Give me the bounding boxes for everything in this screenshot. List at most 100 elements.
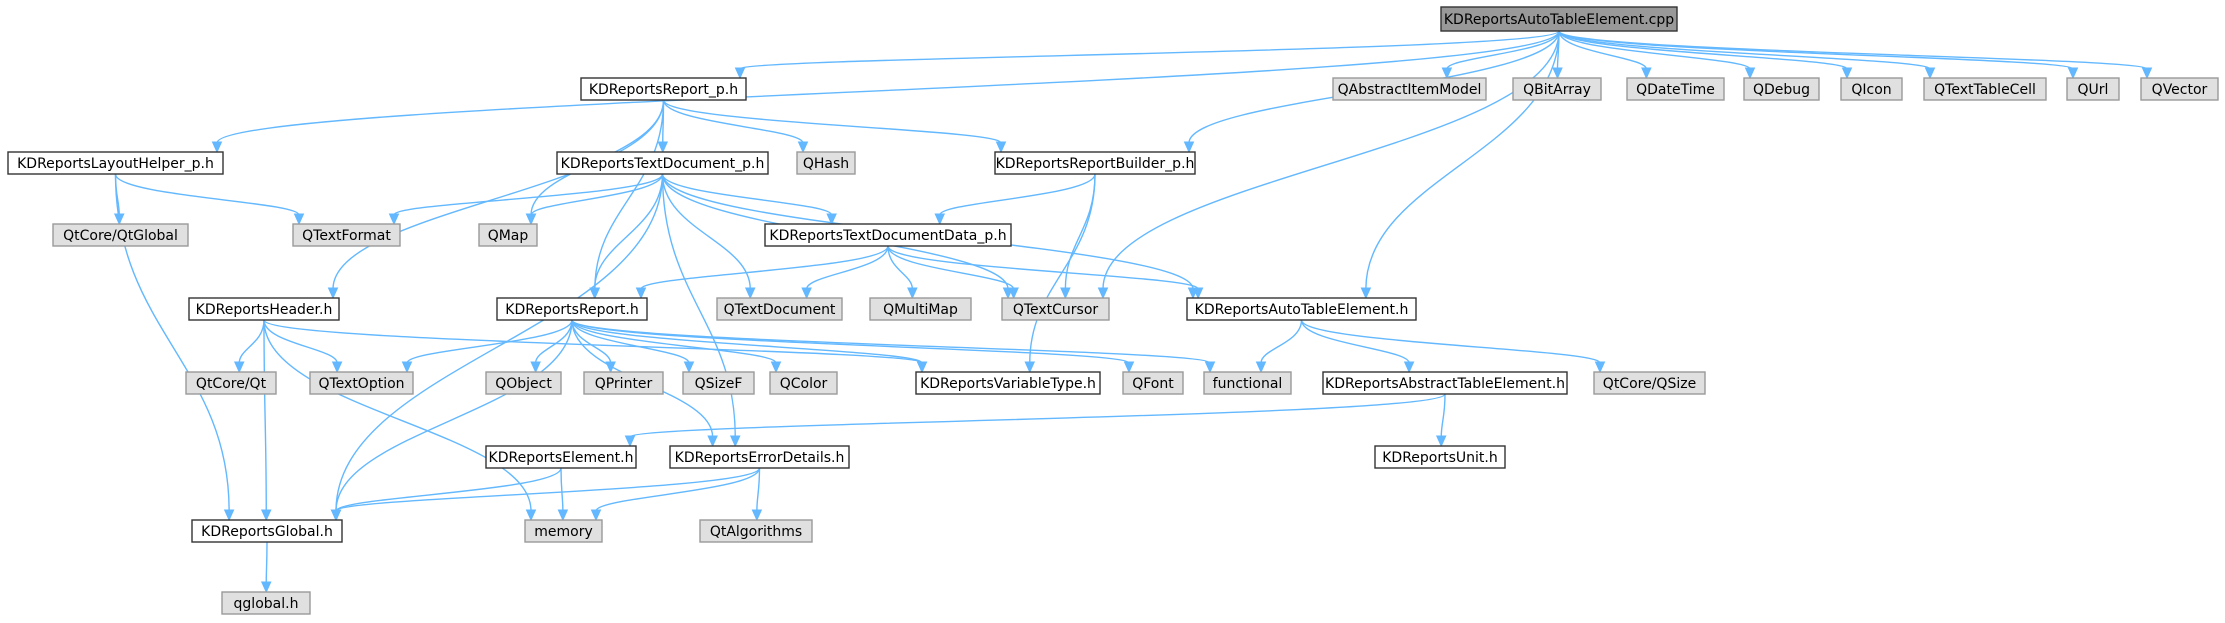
arrowhead-report-to-errordetails (707, 435, 718, 448)
node-qvector: QVector (2140, 77, 2219, 101)
arrowhead-global-to-qglobal (260, 581, 272, 594)
arrowhead-report_p-to-reportbuilder (995, 141, 1007, 154)
node-qtalgorithms: QtAlgorithms (699, 519, 813, 543)
node-box-qtextcursor (1001, 297, 1110, 321)
edge-header-to-qtextoption (263, 319, 338, 364)
node-label-qtglobal: QtCore/QtGlobal (63, 228, 178, 244)
edge-report_p-to-report (594, 99, 665, 290)
edge-header-to-qtcoreqt (238, 319, 265, 364)
node-header[interactable]: KDReportsHeader.h (188, 297, 340, 321)
node-label-qtextformat: QTextFormat (302, 228, 391, 244)
node-qsizef: QSizeF (682, 371, 755, 395)
node-layouthelper[interactable]: KDReportsLayoutHelper_p.h (7, 151, 224, 175)
node-box-qsizef (682, 371, 755, 395)
edge-report-to-variabletype (571, 319, 923, 364)
edge-root-to-layouthelper (216, 30, 1560, 144)
edge-report-to-functional (571, 319, 1211, 364)
node-reportbuilder[interactable]: KDReportsReportBuilder_p.h (994, 151, 1196, 175)
edge-report-to-qtextoption (406, 319, 573, 364)
node-label-textdocument_p: KDReportsTextDocument_p.h (561, 156, 765, 172)
node-box-functional (1203, 371, 1292, 395)
node-box-qurl (2066, 77, 2120, 101)
edge-textdocument_p-to-errordetails (661, 173, 736, 438)
node-box-qdebug (1743, 77, 1820, 101)
node-report[interactable]: KDReportsReport.h (496, 297, 648, 321)
node-element[interactable]: KDReportsElement.h (485, 445, 637, 469)
node-label-reportbuilder: KDReportsReportBuilder_p.h (996, 156, 1195, 172)
arrowhead-autotable-to-abstracttable (1403, 361, 1415, 374)
arrowhead-root-to-qdatetime (1641, 67, 1652, 80)
node-box-root (1440, 6, 1678, 32)
node-global[interactable]: KDReportsGlobal.h (191, 519, 343, 543)
edge-layer (113, 30, 2153, 594)
node-label-qdatetime: QDateTime (1636, 82, 1715, 98)
node-textdocumentdata[interactable]: KDReportsTextDocumentData_p.h (764, 223, 1012, 247)
node-label-abstracttable: KDReportsAbstractTableElement.h (1325, 376, 1565, 392)
arrowhead-textdocument_p-to-qtextformat (388, 213, 400, 226)
node-functional: functional (1203, 371, 1292, 395)
arrowhead-errordetails-to-memory (590, 509, 602, 522)
node-box-qtextdocument (716, 297, 843, 321)
edge-autotable-to-functional (1260, 319, 1303, 364)
arrowhead-errordetails-to-global (330, 509, 342, 522)
arrowhead-autotable-to-functional (1255, 361, 1267, 374)
node-errordetails[interactable]: KDReportsErrorDetails.h (669, 445, 850, 469)
node-memory: memory (524, 519, 603, 543)
node-label-layouthelper: KDReportsLayoutHelper_p.h (17, 156, 214, 172)
node-box-memory (524, 519, 603, 543)
node-label-unit: KDReportsUnit.h (1382, 450, 1498, 466)
arrowhead-report_p-to-textdocument_p (657, 141, 669, 154)
arrowhead-abstracttable-to-unit (1435, 435, 1447, 448)
node-box-textdocument_p (556, 151, 769, 175)
node-textdocument_p[interactable]: KDReportsTextDocument_p.h (556, 151, 769, 175)
node-qprinter: QPrinter (583, 371, 664, 395)
node-label-qbitarray: QBitArray (1523, 82, 1591, 98)
node-label-element: KDReportsElement.h (489, 450, 634, 466)
node-label-qmultimap: QMultiMap (883, 302, 958, 318)
arrowhead-root-to-qurl (2067, 67, 2079, 80)
edge-header-to-variabletype (263, 319, 923, 364)
edge-textdocumentdata-to-qmultimap (887, 245, 914, 290)
node-qmultimap: QMultiMap (869, 297, 972, 321)
node-unit[interactable]: KDReportsUnit.h (1374, 445, 1506, 469)
arrowhead-report-to-qcolor (770, 361, 782, 374)
node-box-reportbuilder (994, 151, 1196, 175)
node-box-autotable (1186, 297, 1417, 321)
node-qicon: QIcon (1840, 77, 1903, 101)
node-qbitarray: QBitArray (1512, 77, 1602, 101)
node-box-qbitarray (1512, 77, 1602, 101)
arrowhead-report-to-functional (1204, 361, 1216, 374)
node-box-qvector (2140, 77, 2219, 101)
edge-textdocumentdata-to-qtextdocument (805, 245, 889, 290)
arrowhead-report-to-variabletype (916, 361, 928, 374)
edge-root-to-qtextcursor (1102, 30, 1560, 290)
node-qhash: QHash (796, 151, 856, 175)
node-abstracttable[interactable]: KDReportsAbstractTableElement.h (1322, 371, 1568, 395)
edge-textdocumentdata-to-autotable (887, 245, 1199, 290)
node-variabletype[interactable]: KDReportsVariableType.h (915, 371, 1101, 395)
node-box-report (496, 297, 648, 321)
node-box-unit (1374, 445, 1506, 469)
node-root[interactable]: KDReportsAutoTableElement.cpp (1440, 6, 1678, 32)
arrowhead-root-to-qtexttablecell (1924, 67, 1936, 80)
node-autotable[interactable]: KDReportsAutoTableElement.h (1186, 297, 1417, 321)
edge-element-to-global (335, 467, 562, 512)
arrowhead-report_p-to-header (327, 287, 339, 300)
arrowhead-errordetails-to-qtalgorithms (751, 509, 763, 522)
arrowhead-layouthelper-to-qtextformat (293, 213, 305, 226)
node-label-header: KDReportsHeader.h (196, 302, 333, 318)
arrowhead-root-to-report_p (734, 67, 746, 80)
node-qabstractitemmodel: QAbstractItemModel (1332, 77, 1487, 101)
node-label-qfont: QFont (1132, 376, 1174, 392)
node-qtexttablecell: QTextTableCell (1923, 77, 2047, 101)
edge-textdocument_p-to-qmap (530, 173, 664, 216)
node-report_p[interactable]: KDReportsReport_p.h (580, 77, 747, 101)
node-label-qurl: QUrl (2078, 82, 2109, 98)
arrowhead-report-to-qtextoption (401, 361, 413, 374)
edge-root-to-qabstractitemmodel (1446, 30, 1560, 70)
node-box-layouthelper (7, 151, 224, 175)
arrowhead-element-to-memory (557, 509, 569, 522)
arrowhead-root-to-qtextcursor (1097, 287, 1109, 300)
node-box-qtcoreqsize (1593, 371, 1706, 395)
node-label-qtexttablecell: QTextTableCell (1934, 82, 2036, 98)
